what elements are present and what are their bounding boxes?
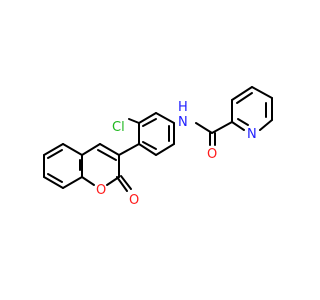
atom-labels: Cl N H N O O O (96, 100, 257, 208)
bond (236, 92, 253, 104)
bond (138, 143, 157, 156)
bond (43, 143, 64, 156)
bond (251, 86, 273, 99)
bond (211, 121, 233, 134)
bond (128, 118, 140, 124)
bond (118, 143, 140, 156)
bond (231, 121, 245, 131)
bond (142, 118, 157, 127)
bond (97, 149, 117, 161)
bond (259, 119, 273, 131)
pyridine-nitrogen-label: N (247, 127, 257, 142)
bond (47, 173, 63, 183)
bond (195, 122, 213, 134)
bond (138, 112, 157, 124)
bond (155, 143, 175, 156)
bond-lines (43, 86, 273, 192)
bond (120, 175, 132, 190)
amide-oxygen-label: O (207, 147, 217, 162)
bond (231, 86, 253, 101)
bond (81, 143, 101, 156)
bond (237, 118, 249, 126)
bond (62, 176, 83, 189)
bond (47, 149, 63, 159)
bond (116, 176, 128, 192)
bond (155, 112, 175, 124)
carbonyl-oxygen-label: O (129, 193, 139, 208)
amide-hydrogen-label: H (178, 100, 188, 115)
chlorine-label: Cl (112, 120, 125, 135)
amide-nitrogen-label: N (178, 115, 188, 130)
bond (62, 143, 83, 156)
bond (142, 141, 157, 150)
bond (81, 176, 95, 186)
bond (43, 176, 64, 189)
bond (99, 143, 120, 156)
structure-diagram: Cl N H N O O O (43, 86, 273, 208)
ring-oxygen-label: O (96, 183, 106, 198)
